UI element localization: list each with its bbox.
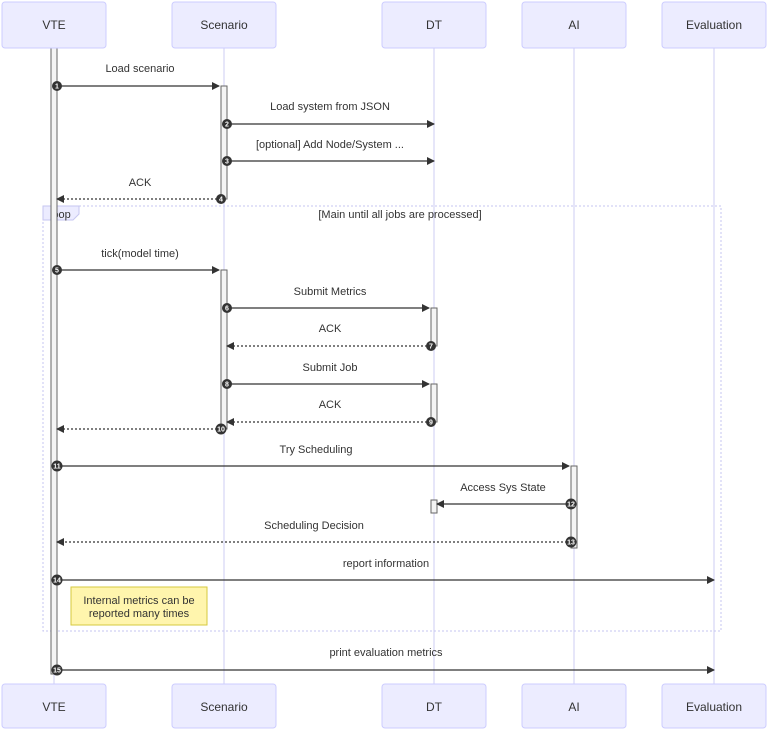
actor-ai-bottom: AI <box>521 683 627 729</box>
sequence-number: 13 <box>567 540 575 547</box>
sequence-number: 15 <box>53 668 61 675</box>
message-9: ACK 9 <box>226 399 436 427</box>
activation-dt-1 <box>430 307 438 347</box>
message-label: ACK <box>319 399 342 411</box>
message-2: Load system from JSON 2 <box>222 101 435 129</box>
actor-label: VTE <box>42 18 65 32</box>
message-label: Load system from JSON <box>270 101 390 113</box>
actor-scenario-top: Scenario <box>171 1 277 49</box>
actor-vte-top: VTE <box>1 1 107 49</box>
actor-dt-bottom: DT <box>381 683 487 729</box>
actor-scenario-bottom: Scenario <box>171 683 277 729</box>
sequence-number: 14 <box>53 578 61 585</box>
message-6: Submit Metrics 6 <box>222 286 430 313</box>
sequence-number: 11 <box>53 464 61 471</box>
message-label: Submit Metrics <box>294 286 367 298</box>
message-1: Load scenario 1 <box>52 63 220 91</box>
message-label: tick(model time) <box>101 248 179 260</box>
message-5: tick(model time) 5 <box>52 248 220 275</box>
note-line-1: Internal metrics can be <box>83 595 194 607</box>
message-label: Try Scheduling <box>280 444 353 456</box>
message-label: ACK <box>319 323 342 335</box>
actor-label: Evaluation <box>686 700 742 714</box>
message-label: report information <box>343 558 429 570</box>
message-label: Load scenario <box>105 63 174 75</box>
sequence-number: 1 <box>55 84 59 91</box>
message-10: 10 <box>56 423 227 435</box>
message-label: Submit Job <box>302 362 357 374</box>
sequence-number: 10 <box>217 427 225 434</box>
message-15: print evaluation metrics 15 <box>51 647 715 676</box>
actor-label: Scenario <box>200 700 248 714</box>
actor-label: Evaluation <box>686 18 742 32</box>
sequence-number: 9 <box>429 420 433 427</box>
message-label: [optional] Add Node/System ... <box>256 139 404 151</box>
loop-condition: [Main until all jobs are processed] <box>318 209 481 221</box>
actor-label: AI <box>568 18 579 32</box>
message-7: ACK 7 <box>226 323 436 351</box>
sequence-number: 4 <box>219 197 223 204</box>
sequence-number: 7 <box>429 344 433 351</box>
activation-scenario-1 <box>220 85 228 200</box>
actor-label: DT <box>426 700 443 714</box>
actor-dt-top: DT <box>381 1 487 49</box>
activation-scenario-2 <box>220 269 228 430</box>
message-label: Access Sys State <box>460 482 546 494</box>
message-11: Try Scheduling 11 <box>51 444 570 472</box>
sequence-number: 6 <box>225 306 229 313</box>
sequence-number: 8 <box>225 382 229 389</box>
note: Internal metrics can be reported many ti… <box>70 586 208 626</box>
message-8: Submit Job 8 <box>222 362 430 389</box>
activation-dt-2 <box>430 383 438 423</box>
message-3: [optional] Add Node/System ... 3 <box>222 139 435 166</box>
loop-box <box>42 205 722 632</box>
actor-label: AI <box>568 700 579 714</box>
note-box <box>70 586 208 626</box>
activation-dt-3 <box>430 499 438 514</box>
message-14: report information 14 <box>51 558 715 586</box>
message-12: Access Sys State 12 <box>436 482 577 510</box>
message-4: ACK 4 <box>56 177 226 204</box>
message-label: Scheduling Decision <box>264 520 364 532</box>
actor-ai-top: AI <box>521 1 627 49</box>
message-label: print evaluation metrics <box>329 647 443 659</box>
message-13: Scheduling Decision 13 <box>56 520 577 548</box>
sequence-number: 5 <box>55 268 59 275</box>
actor-label: VTE <box>42 700 65 714</box>
message-label: ACK <box>129 177 152 189</box>
actor-label: DT <box>426 18 443 32</box>
sequence-number: 2 <box>225 122 229 129</box>
actor-evaluation-bottom: Evaluation <box>661 683 767 729</box>
sequence-number: 3 <box>225 159 229 166</box>
actor-evaluation-top: Evaluation <box>661 1 767 49</box>
actor-vte-bottom: VTE <box>1 683 107 729</box>
sequence-number: 12 <box>567 502 575 509</box>
actor-label: Scenario <box>200 18 248 32</box>
note-line-2: reported many times <box>89 608 190 620</box>
